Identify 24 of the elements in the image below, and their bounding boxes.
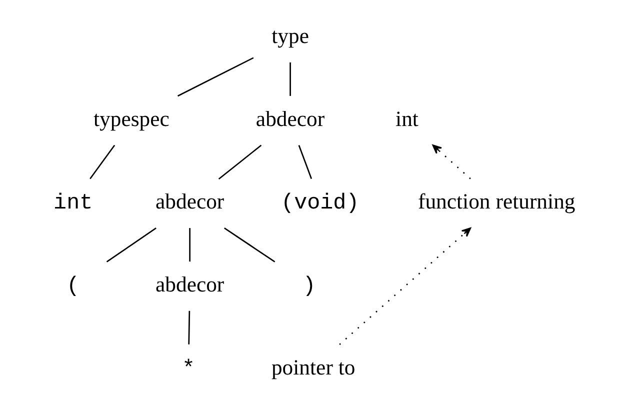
node-text: abdecor bbox=[255, 106, 324, 131]
connector bbox=[218, 144, 262, 180]
node-text: abdecor bbox=[154, 190, 224, 214]
arrow bbox=[432, 144, 470, 180]
connector bbox=[298, 144, 312, 179]
node-text: function returning bbox=[417, 190, 575, 214]
node-text: ) bbox=[302, 273, 316, 298]
node-text: typespec bbox=[92, 106, 169, 131]
connector bbox=[89, 144, 115, 180]
connector bbox=[289, 62, 290, 96]
node-text: int bbox=[395, 106, 418, 131]
connector bbox=[106, 227, 156, 262]
node-text: (void) bbox=[280, 190, 359, 216]
node-text: type bbox=[271, 24, 308, 48]
connector bbox=[224, 227, 275, 262]
connector bbox=[188, 228, 190, 262]
node-text: pointer to bbox=[270, 355, 355, 380]
node-text: int bbox=[53, 190, 92, 216]
node-text: * bbox=[181, 356, 194, 382]
connector bbox=[188, 310, 190, 344]
connector bbox=[176, 57, 254, 97]
arrow bbox=[338, 228, 471, 345]
node-text: abdecor bbox=[154, 272, 224, 296]
node-text: ( bbox=[66, 273, 80, 298]
